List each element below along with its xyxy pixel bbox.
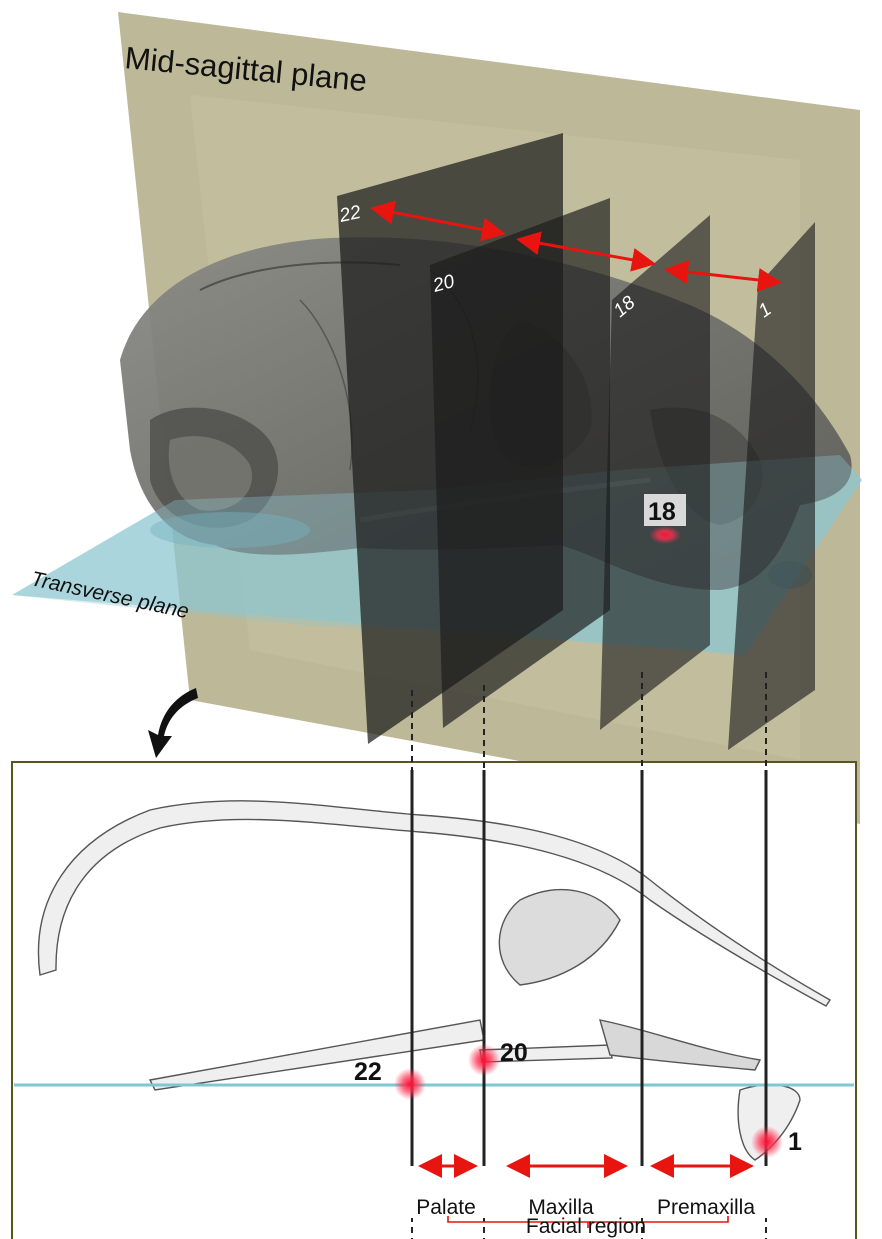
landmark-1: 1	[751, 1126, 802, 1158]
landmark-label-18: 18	[648, 498, 676, 526]
landmark-label-1: 1	[788, 1128, 802, 1156]
region-label-palate: Palate	[416, 1196, 476, 1219]
curved-down-arrow-icon	[148, 688, 198, 758]
illustration-3d: Mid-sagittal plane Transverse plane 22	[12, 12, 862, 824]
region-label-facial: Facial region	[526, 1215, 646, 1238]
landmark-label-20: 20	[500, 1039, 528, 1067]
region-label-premaxilla: Premaxilla	[657, 1196, 755, 1219]
landmark-18-3d: 18	[644, 494, 686, 544]
landmark-label-22: 22	[354, 1058, 382, 1086]
